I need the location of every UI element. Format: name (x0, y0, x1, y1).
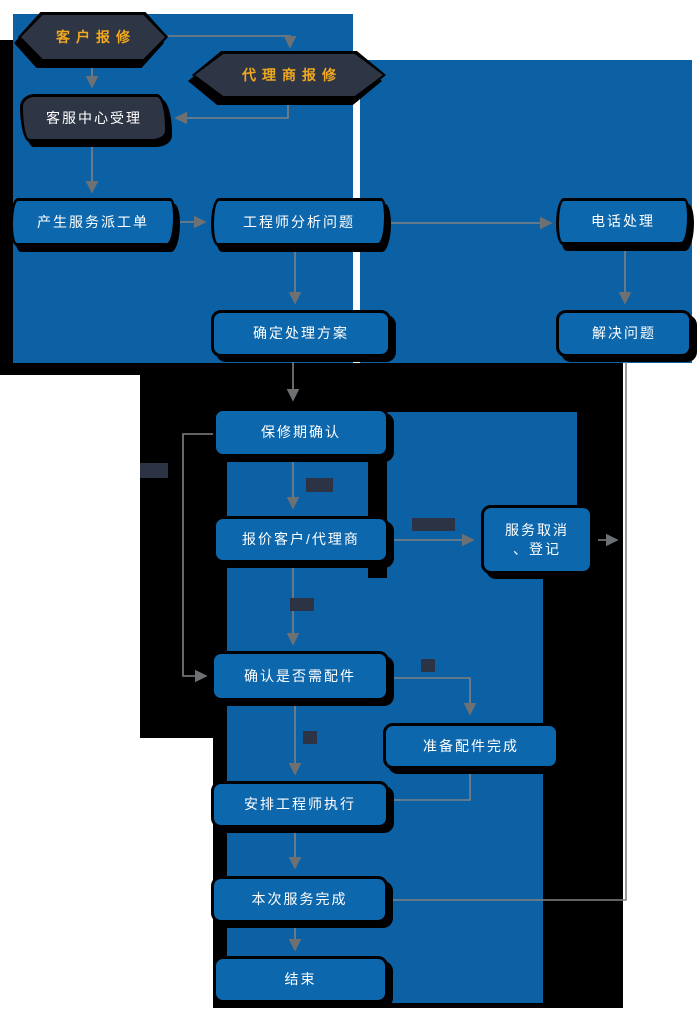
node-label-line1: 服务取消 (505, 521, 569, 538)
node-label: 工程师分析问题 (243, 213, 355, 230)
node-label: 保修期确认 (261, 424, 341, 441)
bg-left-white-lower (140, 738, 213, 1030)
node-service-cancel: 服务取消 、登记 (481, 505, 593, 574)
node-label: 代理商报修 (242, 67, 342, 83)
node-phone-handling: 电话处理 (556, 198, 690, 245)
node-quote-customer: 报价客户/代理商 (213, 516, 389, 563)
node-determine-plan: 确定处理方案 (211, 310, 391, 357)
node-label: 报价客户/代理商 (242, 531, 360, 548)
node-parts-ready: 准备配件完成 (383, 723, 559, 769)
decision-label-warranty-out (140, 463, 168, 478)
decision-label-quote-down (290, 598, 314, 611)
node-label: 电话处理 (591, 213, 655, 230)
node-customer-report: 客户报修 (18, 12, 168, 62)
node-label: 确认是否需配件 (244, 667, 356, 684)
bg-left-strip (0, 40, 13, 375)
node-end: 结束 (213, 956, 388, 1003)
node-label: 客户报修 (56, 29, 136, 45)
bg-left-white (0, 375, 140, 1030)
node-dispatch-order: 产生服务派工单 (10, 198, 176, 246)
node-arrange-engineer: 安排工程师执行 (211, 781, 389, 828)
node-service-complete: 本次服务完成 (211, 876, 388, 923)
node-label: 本次服务完成 (251, 891, 348, 908)
node-label-line2: 、登记 (513, 540, 561, 557)
node-label: 确定处理方案 (253, 325, 349, 342)
decision-label-parts-yes (421, 659, 435, 672)
node-service-center: 客服中心受理 (20, 94, 168, 142)
node-label: 解决问题 (592, 325, 656, 342)
node-agent-report: 代理商报修 (192, 51, 386, 99)
node-label: 产生服务派工单 (37, 213, 149, 230)
node-solve-problem: 解决问题 (556, 310, 692, 357)
decision-label-warranty-down (306, 478, 333, 492)
node-label: 准备配件完成 (423, 737, 519, 754)
node-label: 客服中心受理 (46, 109, 142, 126)
node-label: 结束 (284, 971, 317, 988)
decision-label-parts-no (303, 731, 317, 744)
hexagon-fill: 代理商报修 (195, 54, 383, 96)
decision-label-quote-right (412, 518, 455, 531)
node-warranty-confirm: 保修期确认 (213, 408, 389, 457)
node-confirm-parts: 确认是否需配件 (211, 651, 389, 701)
hexagon-fill: 客户报修 (21, 15, 165, 59)
node-label: 安排工程师执行 (244, 796, 356, 813)
node-engineer-analysis: 工程师分析问题 (211, 198, 387, 246)
